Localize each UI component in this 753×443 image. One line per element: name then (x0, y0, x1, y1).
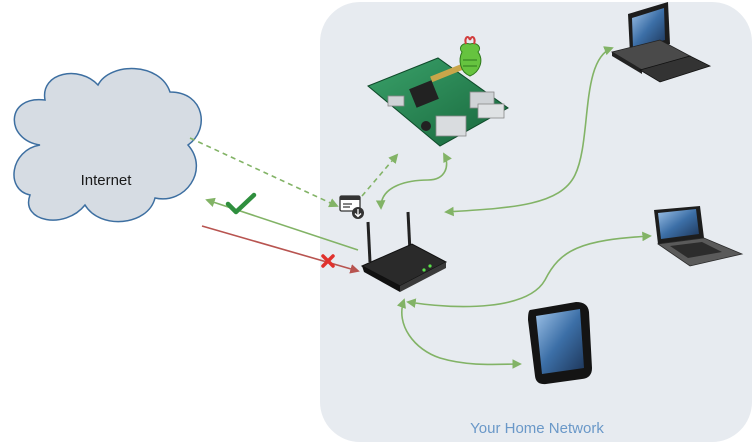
pi-hole-logo (459, 36, 482, 77)
cloud-icon (13, 67, 202, 223)
dns-upstream-dashed-arrow (189, 137, 339, 208)
router-tablet-arrow (396, 298, 522, 369)
dns-request-icon (339, 195, 364, 219)
laptop (654, 206, 744, 267)
internet-label: Internet (81, 172, 133, 189)
router-desktop-arrow (444, 46, 614, 217)
wireless-router (360, 211, 448, 292)
tablet (528, 302, 592, 385)
blocked-x-icon (321, 254, 335, 268)
raspberry-pi-board-icon (367, 57, 509, 147)
raspberry-pi-board (367, 57, 509, 147)
desktop-computer (610, 2, 712, 83)
allowed-check-icon (225, 192, 257, 215)
home-network-label: Your Home Network (470, 420, 604, 437)
internet-cloud: Internet (13, 67, 202, 223)
